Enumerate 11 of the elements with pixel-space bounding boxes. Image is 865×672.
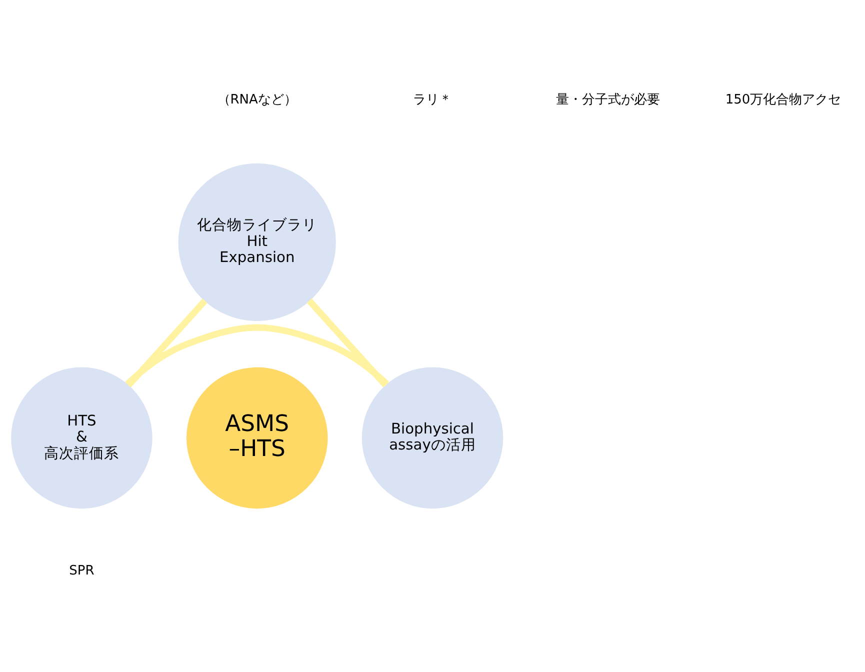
connector: [306, 298, 388, 388]
label: 150万化合物アクセ: [725, 92, 842, 108]
node-circle: 化合物ライブラリ Hit Expansion: [178, 163, 336, 322]
label: （RNAなど）: [217, 92, 297, 108]
node-circle: ASMS –HTS: [186, 367, 328, 509]
connector: [125, 324, 390, 386]
node-circle: HTS & 高次評価系: [11, 367, 152, 509]
label: 量・分子式が必要: [556, 92, 660, 108]
node-circle: Biophysical assayの活用: [362, 367, 504, 509]
label: SPR: [69, 564, 94, 579]
label: ラリ＊: [413, 92, 452, 108]
